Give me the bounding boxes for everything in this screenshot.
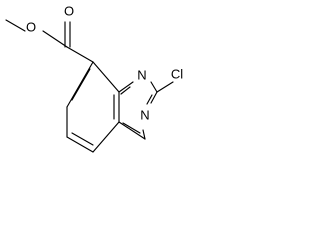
bond-carbonyl-c8 bbox=[66, 46, 94, 63]
chemical-structure-diagram: O O N N Cl bbox=[5, 3, 183, 153]
bond-methyl-ester-oxygen bbox=[5, 19, 26, 32]
chlorine-label: Cl bbox=[171, 66, 183, 81]
bond-c8-c8a bbox=[92, 61, 120, 93]
bond-c4-c4a-inner bbox=[122, 122, 141, 134]
ring-nitrogen-1-label: N bbox=[137, 67, 146, 82]
bond-n3-c4 bbox=[142, 129, 146, 140]
ring-nitrogen-3-label: N bbox=[140, 107, 149, 122]
bond-c5-c6 bbox=[66, 136, 94, 153]
bond-c8a-n1 bbox=[118, 81, 134, 93]
bond-n1-c2 bbox=[150, 81, 158, 93]
bond-ester-oxygen-carbonyl-carbon bbox=[42, 30, 68, 48]
bond-c2-n3-double bbox=[146, 94, 153, 105]
bond-c4a-c5 bbox=[92, 121, 120, 153]
bond-c7-c8 bbox=[66, 61, 94, 108]
bond-inner-c5-c6 bbox=[71, 132, 94, 146]
bond-n1-c8a-inner bbox=[120, 86, 131, 95]
bond-c2-cl bbox=[156, 81, 174, 93]
bond-c2-n3 bbox=[150, 91, 158, 104]
bond-c4-c4a bbox=[118, 121, 146, 140]
ester-oxygen-label: O bbox=[26, 19, 36, 34]
carbonyl-oxygen-label: O bbox=[64, 3, 74, 18]
bond-inner-c8-c7 bbox=[71, 68, 91, 101]
